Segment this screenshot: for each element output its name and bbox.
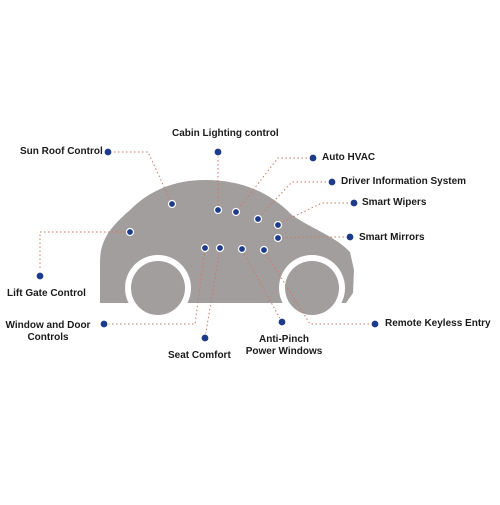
feature-markers	[35, 147, 380, 343]
rear-wheel-inner	[131, 261, 185, 315]
marker-car-liftgate	[125, 227, 135, 237]
marker-keyless-entry-label	[370, 319, 380, 329]
leader-smart-mirrors	[277, 236, 348, 239]
front-wheel-inner	[285, 261, 339, 315]
label-seat-comfort: Seat Comfort	[168, 350, 231, 361]
label-smart-mirrors: Smart Mirrors	[359, 232, 425, 243]
label-cabin-lighting: Cabin Lighting control	[172, 128, 279, 139]
marker-car-roof-center	[213, 205, 223, 215]
marker-driver-info-label	[327, 177, 337, 187]
label-anti-pinch-line2: Power Windows	[245, 346, 323, 357]
marker-car-door-front	[259, 245, 269, 255]
label-driver-info: Driver Information System	[341, 176, 467, 187]
marker-anti-pinch-label	[277, 317, 287, 327]
label-window-door-line1: Window and Door	[5, 320, 91, 331]
label-smart-wipers: Smart Wipers	[362, 197, 427, 208]
marker-auto-hvac-label	[308, 153, 318, 163]
label-anti-pinch-line1: Anti-Pinch	[259, 334, 309, 345]
leader-driver-info	[257, 181, 330, 219]
marker-car-roof-front	[231, 207, 241, 217]
marker-smart-wipers-label	[349, 198, 359, 208]
marker-car-seat	[215, 243, 225, 253]
leader-lines	[39, 151, 373, 339]
leader-lift-gate	[39, 231, 130, 268]
marker-lift-gate-label	[35, 271, 45, 281]
marker-sun-roof-label	[103, 147, 113, 157]
label-window-door: Window and Door Controls	[0, 320, 96, 344]
label-keyless-entry: Remote Keyless Entry	[385, 318, 491, 329]
leader-auto-hvac	[235, 157, 311, 213]
label-lift-gate: Lift Gate Control	[7, 288, 86, 299]
leader-window-door	[104, 249, 206, 325]
marker-window-door-label	[99, 319, 109, 329]
marker-smart-mirrors-label	[345, 232, 355, 242]
marker-seat-comfort-label	[200, 333, 210, 343]
marker-cabin-lighting-label	[213, 147, 223, 157]
leader-seat-comfort	[204, 247, 221, 339]
marker-car-window	[237, 244, 247, 254]
marker-car-windshield	[273, 220, 283, 230]
marker-car-windshield-top	[253, 214, 263, 224]
label-sun-roof: Sun Roof Control	[20, 146, 103, 157]
marker-car-door-rear	[200, 243, 210, 253]
leader-keyless-entry	[263, 249, 373, 325]
marker-car-roof-rear	[167, 199, 177, 209]
label-window-door-line2: Controls	[27, 332, 69, 343]
marker-car-mirror	[273, 233, 283, 243]
label-anti-pinch: Anti-Pinch Power Windows	[238, 334, 330, 358]
leader-anti-pinch	[241, 249, 283, 323]
leader-sun-roof	[110, 151, 173, 205]
label-auto-hvac: Auto HVAC	[322, 152, 376, 163]
